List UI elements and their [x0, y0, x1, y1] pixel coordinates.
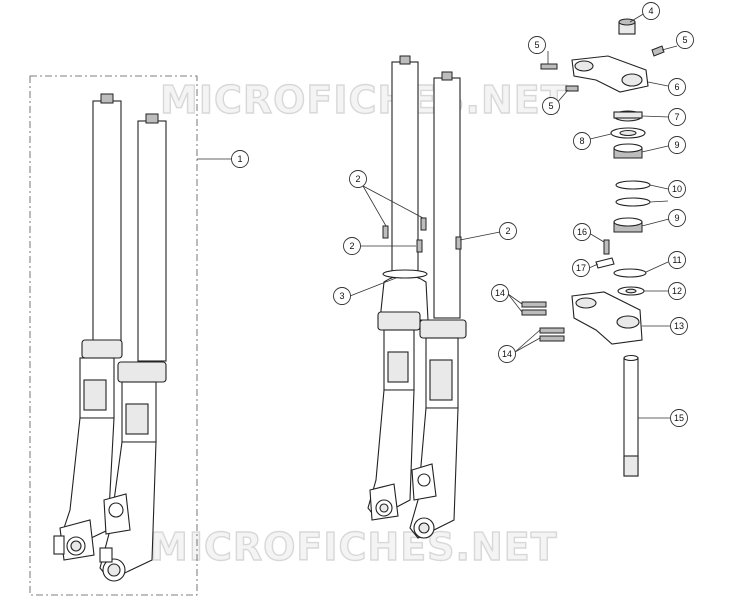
callout-12: 12 [668, 282, 686, 300]
svg-text:5: 5 [548, 101, 553, 111]
callout-5c: 5 [542, 97, 560, 115]
watermark-top: MICROFICHES.NET [160, 78, 568, 122]
watermark-bottom: MICROFICHES.NET [150, 525, 558, 569]
seal-ring [613, 268, 647, 278]
bolt-14-lower-a [539, 327, 565, 334]
callout-15: 15 [670, 409, 688, 427]
bolt-16 [603, 239, 610, 255]
callout-1: 1 [231, 150, 249, 168]
svg-text:14: 14 [495, 288, 505, 298]
bolt-5-right [651, 45, 665, 57]
callout-10: 10 [668, 180, 686, 198]
callout-9a: 9 [668, 136, 686, 154]
callout-4: 4 [642, 2, 660, 20]
svg-text:2: 2 [355, 174, 360, 184]
fork-assembly-left [53, 93, 167, 582]
bolt-5-left [540, 63, 558, 70]
bolt-14-lower-b [539, 335, 565, 342]
svg-text:15: 15 [674, 413, 684, 423]
fork-leg-left-front [99, 113, 167, 582]
fork-leg-middle-front [409, 71, 467, 539]
callout-14b: 14 [498, 345, 516, 363]
fork-leg-left-rear [53, 93, 123, 561]
svg-text:14: 14 [502, 349, 512, 359]
bolt-14-upper-b [521, 309, 547, 316]
svg-text:12: 12 [672, 286, 682, 296]
callout-6: 6 [668, 78, 686, 96]
svg-text:5: 5 [682, 35, 687, 45]
callout-5a: 5 [528, 36, 546, 54]
callout-16: 16 [573, 223, 591, 241]
svg-text:5: 5 [534, 40, 539, 50]
race-upper [615, 180, 651, 190]
svg-text:16: 16 [577, 227, 587, 237]
fork-leg-middle-rear [367, 55, 429, 521]
callout-9b: 9 [668, 209, 686, 227]
callout-13: 13 [670, 317, 688, 335]
callout-2b: 2 [343, 237, 361, 255]
callout-11: 11 [668, 251, 686, 269]
assembly-boundary [29, 75, 198, 596]
callout-3: 3 [333, 287, 351, 305]
callout-14a: 14 [491, 284, 509, 302]
callout-8: 8 [573, 132, 591, 150]
fork-assembly-middle [367, 55, 467, 539]
svg-text:11: 11 [672, 255, 681, 265]
callout-7: 7 [668, 108, 686, 126]
svg-text:1: 1 [237, 154, 242, 164]
svg-text:13: 13 [674, 321, 684, 331]
svg-text:6: 6 [674, 82, 679, 92]
pinch-bolts [382, 217, 462, 253]
svg-text:2: 2 [349, 241, 354, 251]
svg-text:4: 4 [648, 6, 653, 16]
callouts: 1 2 2 2 3 4 5 5 5 6 7 8 9 9 10 11 12 13 … [231, 2, 694, 427]
svg-text:8: 8 [579, 136, 584, 146]
callout-2c: 2 [499, 222, 517, 240]
race-lower [615, 197, 651, 207]
svg-text:17: 17 [576, 263, 586, 273]
o-ring [382, 269, 428, 279]
callout-5b: 5 [676, 31, 694, 49]
svg-text:10: 10 [672, 184, 682, 194]
svg-text:2: 2 [505, 226, 510, 236]
bolt-5-lower [565, 85, 579, 92]
stem-nut [618, 18, 636, 35]
svg-text:9: 9 [674, 213, 679, 223]
callout-2a: 2 [349, 170, 367, 188]
svg-text:3: 3 [339, 291, 344, 301]
svg-text:9: 9 [674, 140, 679, 150]
svg-text:7: 7 [674, 112, 679, 122]
bolt-14-upper-a [521, 301, 547, 308]
callout-17: 17 [572, 259, 590, 277]
plate-17 [595, 257, 615, 269]
